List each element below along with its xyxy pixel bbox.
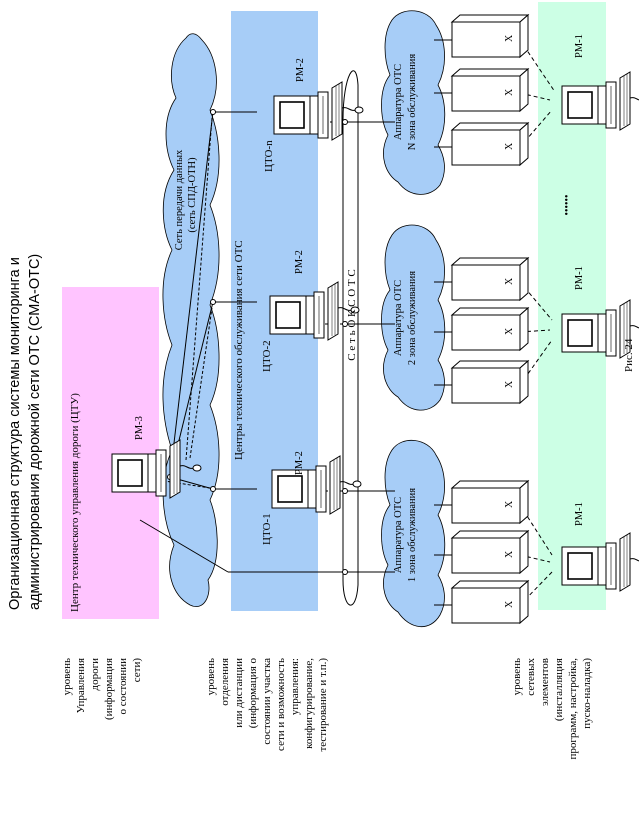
level-department-line: (информация о — [247, 658, 259, 729]
ctu-region — [62, 287, 159, 619]
level-department-line: отделения — [219, 658, 231, 706]
zone-2-label-line-1: Аппаратура ОТС — [393, 280, 404, 356]
rm2-cton-label: РМ-2 — [295, 58, 306, 82]
level-road-text: уровень Управления дороги (информация о … — [61, 658, 143, 720]
level-road-line: сети) — [131, 658, 143, 683]
level-road-line: уровень — [61, 658, 73, 695]
equipment-mark: Х — [504, 327, 515, 335]
equipment-mark: Х — [504, 500, 515, 508]
zone-n-label-line-2: N зона обслуживания — [407, 54, 418, 151]
level-department-line: состоянии участка — [261, 658, 273, 745]
oks-label: С е т ь О К С О Т С — [346, 269, 358, 360]
level-elements-line: уровень — [511, 658, 523, 695]
level-road-line: о состоянии — [117, 658, 129, 715]
level-department-line: управления: — [289, 658, 301, 715]
level-elements-line: программ, настройка, — [567, 658, 579, 760]
level-department-line: уровень — [205, 658, 217, 695]
equipment-box — [451, 257, 529, 301]
zone-1-label-line-1: Аппаратура ОТС — [393, 497, 404, 573]
cto-label: Центры технического обслуживания сети ОТ… — [233, 240, 245, 460]
oks-ring — [342, 70, 359, 606]
junction-dots — [167, 109, 348, 575]
spd-label-line-2: (сеть СПД-ОТН) — [187, 157, 198, 233]
spd-cloud — [162, 33, 220, 607]
level-department-line: тестирование и т.п.) — [317, 658, 329, 752]
equipment-box — [451, 122, 529, 166]
figure-caption: Рис. 24 — [623, 338, 635, 372]
rm3-label: РМ-3 — [134, 416, 145, 440]
spd-label-line-1: Сеть передачи данных — [174, 149, 185, 250]
level-department-line: сети и возможность — [275, 658, 287, 751]
level-elements-line: (инсталляция — [553, 658, 565, 721]
zone-2-cloud — [381, 224, 446, 411]
equipment-box — [451, 480, 529, 524]
equipment-box — [451, 530, 529, 574]
equipment-mark: Х — [504, 550, 515, 558]
level-road-line: (информация — [103, 658, 115, 720]
level-department-text: уровень отделения или дистанции (информа… — [205, 658, 329, 752]
zone-1-cloud — [381, 440, 446, 628]
equipment-boxes — [451, 14, 529, 624]
connection-lines — [139, 39, 556, 606]
rm2-cto2-label: РМ-2 — [294, 250, 305, 274]
equipment-box — [451, 360, 529, 404]
rm1-zone-1-label: РМ-1 — [574, 502, 585, 526]
level-department-line: или дистанции — [233, 658, 245, 728]
cton-label: ЦТО-n — [263, 140, 275, 172]
equipment-mark: Х — [504, 34, 515, 42]
zone-n-cloud — [381, 10, 446, 195]
level-department-line: конфигурирование, — [303, 658, 315, 749]
rm1-zone-2-label: РМ-1 — [574, 266, 585, 290]
level-elements-line: сетевых — [525, 658, 537, 696]
equipment-mark: Х — [504, 380, 515, 388]
rm2-cto1-label: РМ-2 — [294, 451, 305, 475]
equipment-mark: Х — [504, 142, 515, 150]
diagram-title-line-2: администрирования дорожной сети ОТС (СМА… — [27, 254, 43, 610]
equipment-box — [451, 14, 529, 58]
level-elements-line: пуско-наладка) — [581, 658, 593, 729]
equipment-box — [451, 68, 529, 112]
zone-n-label-line-1: Аппаратура ОТС — [393, 64, 404, 140]
cto2-label: ЦТО-2 — [261, 340, 273, 372]
zone-2-label-line-2: 2 зона обслуживания — [407, 271, 418, 365]
equipment-mark: Х — [504, 277, 515, 285]
diagram-title-line-1: Организационная структура системы монито… — [7, 257, 23, 610]
cto1-label: ЦТО-1 — [261, 513, 273, 545]
equipment-mark: Х — [504, 600, 515, 608]
level-road-line: Управления — [75, 658, 87, 713]
level-elements-text: уровень сетевых элементов (инсталляция п… — [511, 658, 593, 760]
equipment-box — [451, 580, 529, 624]
zone-1-label-line-2: 1 зона обслуживания — [407, 488, 418, 582]
ctu-label: Центр технического управления дороги (ЦТ… — [69, 393, 81, 612]
rm1-zone-n-label: РМ-1 — [574, 34, 585, 58]
level-road-line: дороги — [89, 658, 101, 691]
equipment-box — [451, 307, 529, 351]
ellipsis-dots: •••••• — [562, 194, 573, 215]
level-elements-line: элементов — [539, 658, 551, 706]
equipment-mark: Х — [504, 88, 515, 96]
